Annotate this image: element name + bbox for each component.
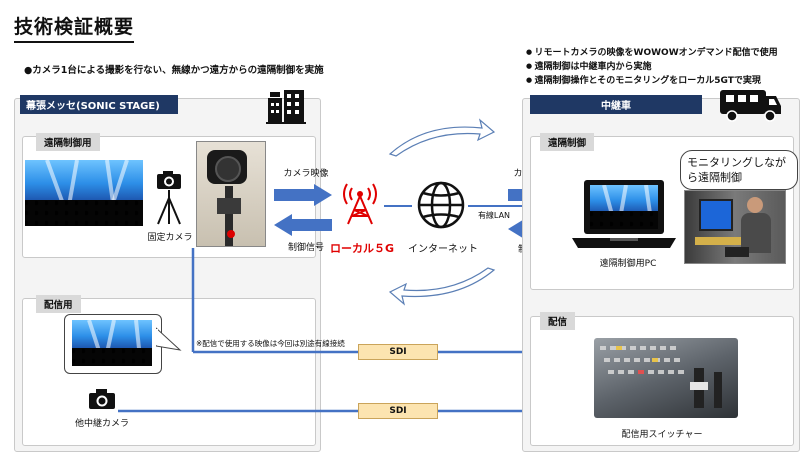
broadcast-image: [72, 320, 152, 366]
switcher-image: [594, 338, 738, 418]
other-camera-icon: [88, 388, 116, 414]
building-icon: [266, 88, 306, 128]
van-broadcast-tag: 配信: [540, 312, 576, 330]
laptop-screen-image: [590, 185, 658, 229]
right-arrow-icon: [274, 184, 332, 206]
wired-lan-label: 有線LAN: [477, 211, 511, 220]
camera-video-label-left: カメラ映像: [283, 169, 329, 179]
van-remote-tag: 遠隔制御: [540, 133, 595, 151]
bullet-item: 遠隔制御操作とそのモニタリングをローカル5GTで実現: [526, 74, 778, 88]
bullet-item: 遠隔制御は中継車内から実施: [526, 60, 778, 74]
broadcast-note: ※配信で使用する映像は今回は別途有線接続: [196, 339, 345, 348]
fixed-camera-icon: [154, 168, 184, 230]
switcher-label: 配信用スイッチャー: [621, 430, 703, 440]
globe-icon: [417, 181, 465, 229]
bubble-tail-icon: [155, 326, 182, 356]
venue-title: 幕張メッセ(SONIC STAGE): [20, 95, 178, 114]
left-arrow-icon: [274, 214, 332, 236]
fixed-camera-label: 固定カメラ: [147, 233, 193, 243]
operator-photo: [684, 190, 786, 264]
venue-broadcast-tag: 配信用: [36, 295, 81, 313]
bullet-list: リモートカメラの映像をWOWOWオンデマンド配信で使用 遠隔制御は中継車内から実…: [526, 46, 778, 88]
sdi-label-2: SDI: [358, 403, 438, 419]
control-signal-label-left: 制御信号: [287, 243, 324, 253]
stage-image: [25, 160, 143, 226]
summary-text: ●カメラ1台による撮影を行ない、無線かつ遠方からの遠隔制御を実施: [24, 65, 324, 76]
van-title: 中継車: [530, 95, 702, 114]
local5g-label: ローカル５G: [330, 242, 395, 255]
curved-arrow-bottom: [388, 267, 496, 306]
other-camera-label: 他中継カメラ: [74, 419, 129, 429]
remote-pc-label: 遠隔制御用PC: [599, 259, 657, 269]
internet-label: インターネット: [408, 244, 478, 255]
antenna-icon: [343, 183, 377, 225]
bullet-item: リモートカメラの映像をWOWOWオンデマンド配信で使用: [526, 46, 778, 60]
sdi-label-1: SDI: [358, 344, 438, 360]
remote-camera-photo: [196, 141, 266, 247]
monitoring-bubble: モニタリングしながら遠隔制御: [680, 150, 798, 190]
page-title: 技術検証概要: [14, 12, 135, 43]
curved-arrow-top: [388, 118, 496, 157]
truck-icon: [718, 86, 782, 126]
venue-remote-tag: 遠隔制御用: [36, 133, 100, 151]
